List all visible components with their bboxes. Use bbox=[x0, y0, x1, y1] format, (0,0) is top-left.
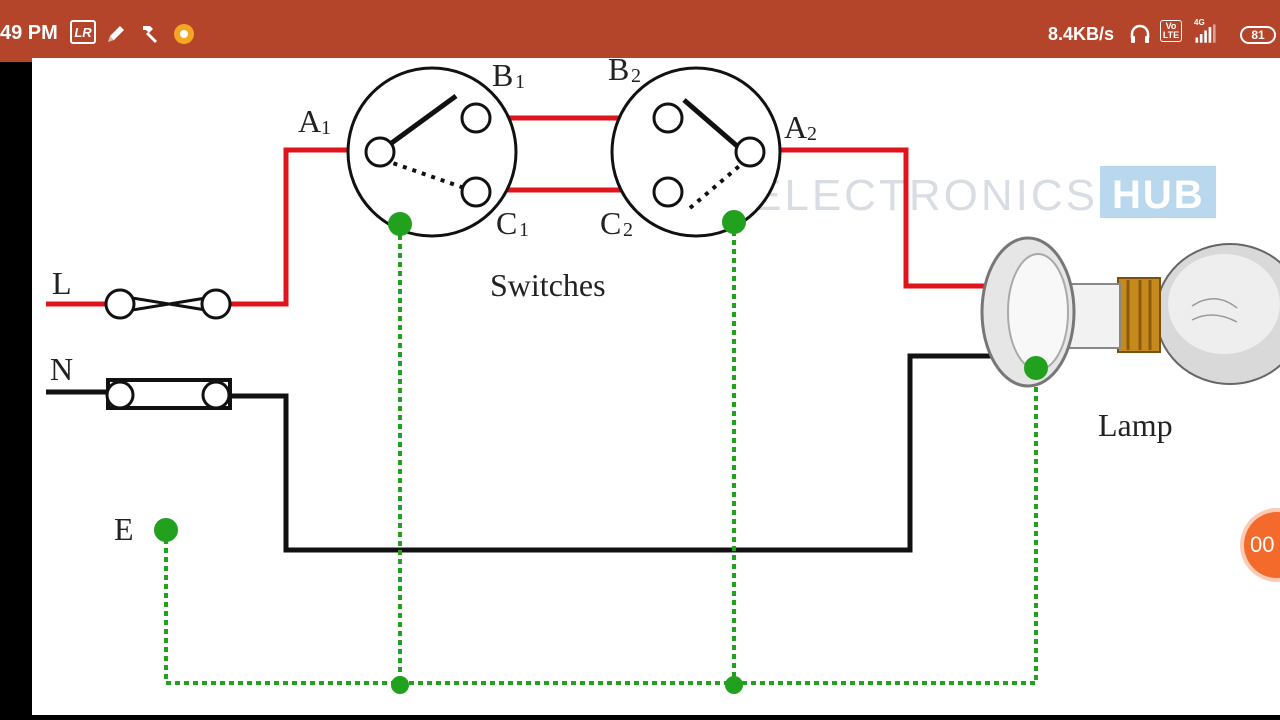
c1-label: C bbox=[496, 205, 517, 241]
neutral-link bbox=[105, 378, 232, 410]
switches-label: Switches bbox=[490, 267, 606, 303]
b1-subscript: 1 bbox=[515, 71, 525, 93]
status-time: 49 PM bbox=[0, 22, 58, 44]
neutral-wire bbox=[46, 353, 1000, 553]
b1-label: B bbox=[492, 58, 513, 93]
switch-2 bbox=[610, 66, 782, 238]
watermark-hub: HUB bbox=[1112, 173, 1205, 217]
watermark-badge bbox=[1100, 166, 1216, 218]
video-content: ELECTRONICS HUB bbox=[32, 58, 1280, 715]
status-bar: 49 PM LR 8.4KB/s Vo LTE 4G 81 bbox=[0, 0, 1280, 62]
battery-icon: 81 bbox=[1240, 26, 1276, 44]
c2-subscript: 2 bbox=[623, 219, 633, 241]
a1-subscript: 1 bbox=[321, 117, 331, 139]
earth-terminal bbox=[154, 518, 178, 542]
two-way-switch-wiring-diagram: ELECTRONICS HUB bbox=[46, 58, 1280, 694]
neutral-label: N bbox=[50, 351, 73, 387]
watermark-text: ELECTRONICS bbox=[752, 171, 1098, 220]
earth-wire bbox=[164, 222, 1038, 685]
switch-1 bbox=[346, 66, 518, 238]
a1-label: A bbox=[298, 103, 321, 139]
c2-label: C bbox=[600, 205, 621, 241]
pencil-icon bbox=[102, 20, 130, 48]
network-speed: 8.4KB/s bbox=[1048, 24, 1115, 44]
lamp-icon bbox=[980, 236, 1280, 388]
live-label: L bbox=[52, 265, 72, 301]
a2-label: A bbox=[784, 109, 807, 145]
hammer-icon bbox=[135, 20, 163, 48]
earth-label: E bbox=[114, 511, 134, 547]
lamp-label: Lamp bbox=[1098, 407, 1173, 443]
earth-terminals bbox=[154, 518, 743, 694]
a2-subscript: 2 bbox=[807, 123, 817, 145]
volte-icon: Vo LTE bbox=[1160, 20, 1182, 42]
live-fuse bbox=[104, 288, 232, 320]
signal-strength-icon bbox=[1192, 20, 1220, 48]
c1-subscript: 1 bbox=[519, 219, 529, 241]
headphones-icon bbox=[1126, 20, 1154, 48]
b2-label: B bbox=[608, 58, 629, 87]
screen-recorder-icon bbox=[170, 20, 198, 48]
b2-subscript: 2 bbox=[631, 65, 641, 87]
watermark: ELECTRONICS HUB bbox=[752, 166, 1216, 220]
lr-app-icon: LR bbox=[70, 20, 96, 44]
network-type: 4G bbox=[1194, 18, 1205, 27]
